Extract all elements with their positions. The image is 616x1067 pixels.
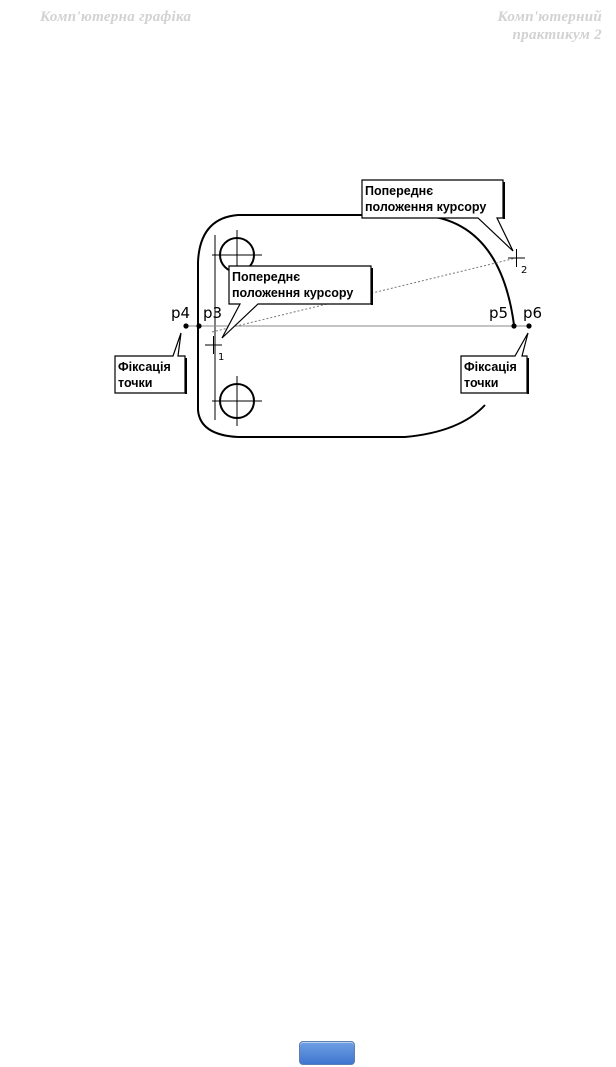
callout-prev-cursor-middle: Попереднє положення курсору [221,265,373,339]
header-left-title: Комп'ютерна графіка [40,9,192,25]
header-right-line2: практикум 2 [512,27,602,43]
callout-prev-cursor-top-line2: положення курсору [365,200,486,214]
hole-bottom [212,376,262,426]
callout-fix-point-right-line2: точки [464,376,498,390]
point-p6 [526,323,532,329]
header-right-line1: Комп'ютерний [497,9,602,25]
label-p6: p6 [523,304,542,322]
point-p5 [511,323,517,329]
outline-left-edge [197,214,239,438]
label-p5: p5 [489,304,508,322]
callout-fix-point-right: Фіксація точки [460,332,529,394]
callout-fix-point-left: Фіксація точки [114,332,187,394]
callout-fix-point-left-line1: Фіксація [118,360,171,374]
callout-prev-cursor-middle-line2: положення курсору [232,286,353,300]
page-navigation-button[interactable] [299,1041,355,1065]
cursor-subscript-2: 2 [521,265,527,276]
callout-prev-cursor-top-line1: Попереднє [365,184,433,198]
point-p3 [196,323,202,329]
cursor-cross-1: 1 [205,336,224,363]
callout-prev-cursor-middle-line1: Попереднє [232,270,300,284]
outline-bottom-edge [238,404,486,438]
cursor-subscript-1: 1 [218,352,224,363]
callout-prev-cursor-top: Попереднє положення курсору [361,179,514,252]
label-p4: p4 [171,304,190,322]
header-right-title: Комп'ютерний практикум 2 [497,8,602,44]
label-p3: p3 [203,304,222,322]
callout-fix-point-right-line1: Фіксація [464,360,517,374]
callout-fix-point-left-line2: точки [118,376,152,390]
cursor-cross-2: 2 [508,249,527,276]
point-p4 [183,323,189,329]
